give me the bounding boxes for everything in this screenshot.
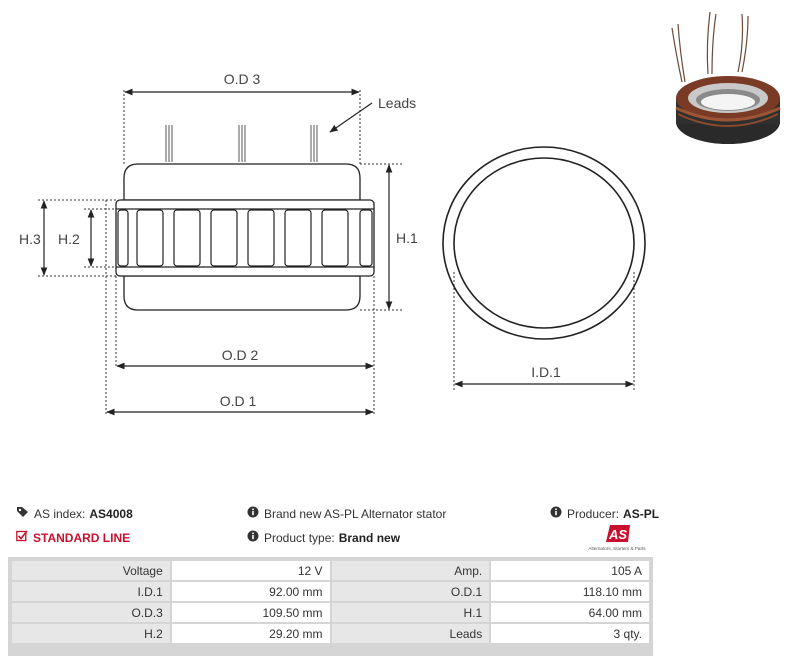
spec-key: Amp. [331, 561, 490, 580]
product-type-label: Product type: [264, 530, 335, 545]
lead-wires [165, 125, 318, 162]
stator-slots [117, 209, 373, 267]
tag-icon [16, 506, 29, 521]
as-logo: AS Alternators, Starters & Parts [588, 525, 646, 551]
product-photo [671, 11, 781, 144]
standard-line: STANDARD LINE [16, 530, 130, 545]
table-row: O.D.3 109.50 mm H.1 64.00 mm [12, 603, 649, 622]
spec-value: 92.00 mm [171, 582, 330, 601]
table-row: H.2 29.20 mm Leads 3 qty. [12, 624, 649, 643]
producer-label: Producer: [567, 506, 620, 521]
as-index-label: AS index: [34, 506, 86, 521]
technical-drawing: O.D 3 Leads H.3 H.2 H.1 O.D 2 O.D 1 I.D.… [19, 71, 646, 416]
label-h3: H.3 [19, 231, 41, 247]
product-type-value: Brand new [338, 530, 401, 545]
description-text: Brand new AS-PL Alternator stator [264, 506, 447, 521]
producer-value: AS-PL [623, 506, 660, 521]
spec-value: 29.20 mm [171, 624, 330, 643]
info-icon [247, 506, 259, 521]
description: Brand new AS-PL Alternator stator [247, 506, 446, 521]
standard-line-label: STANDARD LINE [33, 530, 131, 545]
spec-key: H.1 [331, 603, 490, 622]
label-h1: H.1 [396, 230, 418, 246]
spec-value: 12 V [171, 561, 330, 580]
as-index: AS index: AS4008 [16, 506, 133, 521]
extension-lines [38, 90, 635, 414]
spec-value: 3 qty. [491, 624, 649, 643]
label-od2: O.D 2 [222, 347, 259, 363]
table-row: Voltage 12 V Amp. 105 A [12, 561, 649, 580]
label-od3: O.D 3 [224, 71, 261, 87]
spec-value: 118.10 mm [491, 582, 649, 601]
spec-value: 105 A [491, 561, 649, 580]
spec-key: H.2 [12, 624, 170, 643]
spec-value: 109.50 mm [171, 603, 330, 622]
info-icon [247, 530, 259, 545]
spec-key: Leads [331, 624, 490, 643]
label-od1: O.D 1 [220, 393, 257, 409]
label-id1: I.D.1 [531, 364, 561, 380]
product-info: AS index: AS4008 STANDARD LINE Brand new… [0, 500, 800, 556]
checkbox-checked-icon [16, 530, 28, 545]
spec-key: Voltage [12, 561, 170, 580]
info-icon [550, 506, 562, 521]
producer: Producer: AS-PL [550, 506, 659, 521]
spec-key: I.D.1 [12, 582, 170, 601]
table-row: I.D.1 92.00 mm O.D.1 118.10 mm [12, 582, 649, 601]
stator-front-view [442, 146, 646, 340]
spec-key: O.D.3 [12, 603, 170, 622]
label-leads: Leads [378, 95, 416, 111]
label-h2: H.2 [58, 231, 80, 247]
as-index-value: AS4008 [89, 506, 133, 521]
spec-value: 64.00 mm [491, 603, 649, 622]
dimension-arrows [40, 88, 634, 416]
logo-text: AS [608, 527, 627, 542]
spec-key: O.D.1 [331, 582, 490, 601]
specs-table: Voltage 12 V Amp. 105 A I.D.1 92.00 mm O… [10, 559, 651, 645]
logo-subtext: Alternators, Starters & Parts [588, 546, 646, 551]
product-type: Product type: Brand new [247, 530, 400, 545]
